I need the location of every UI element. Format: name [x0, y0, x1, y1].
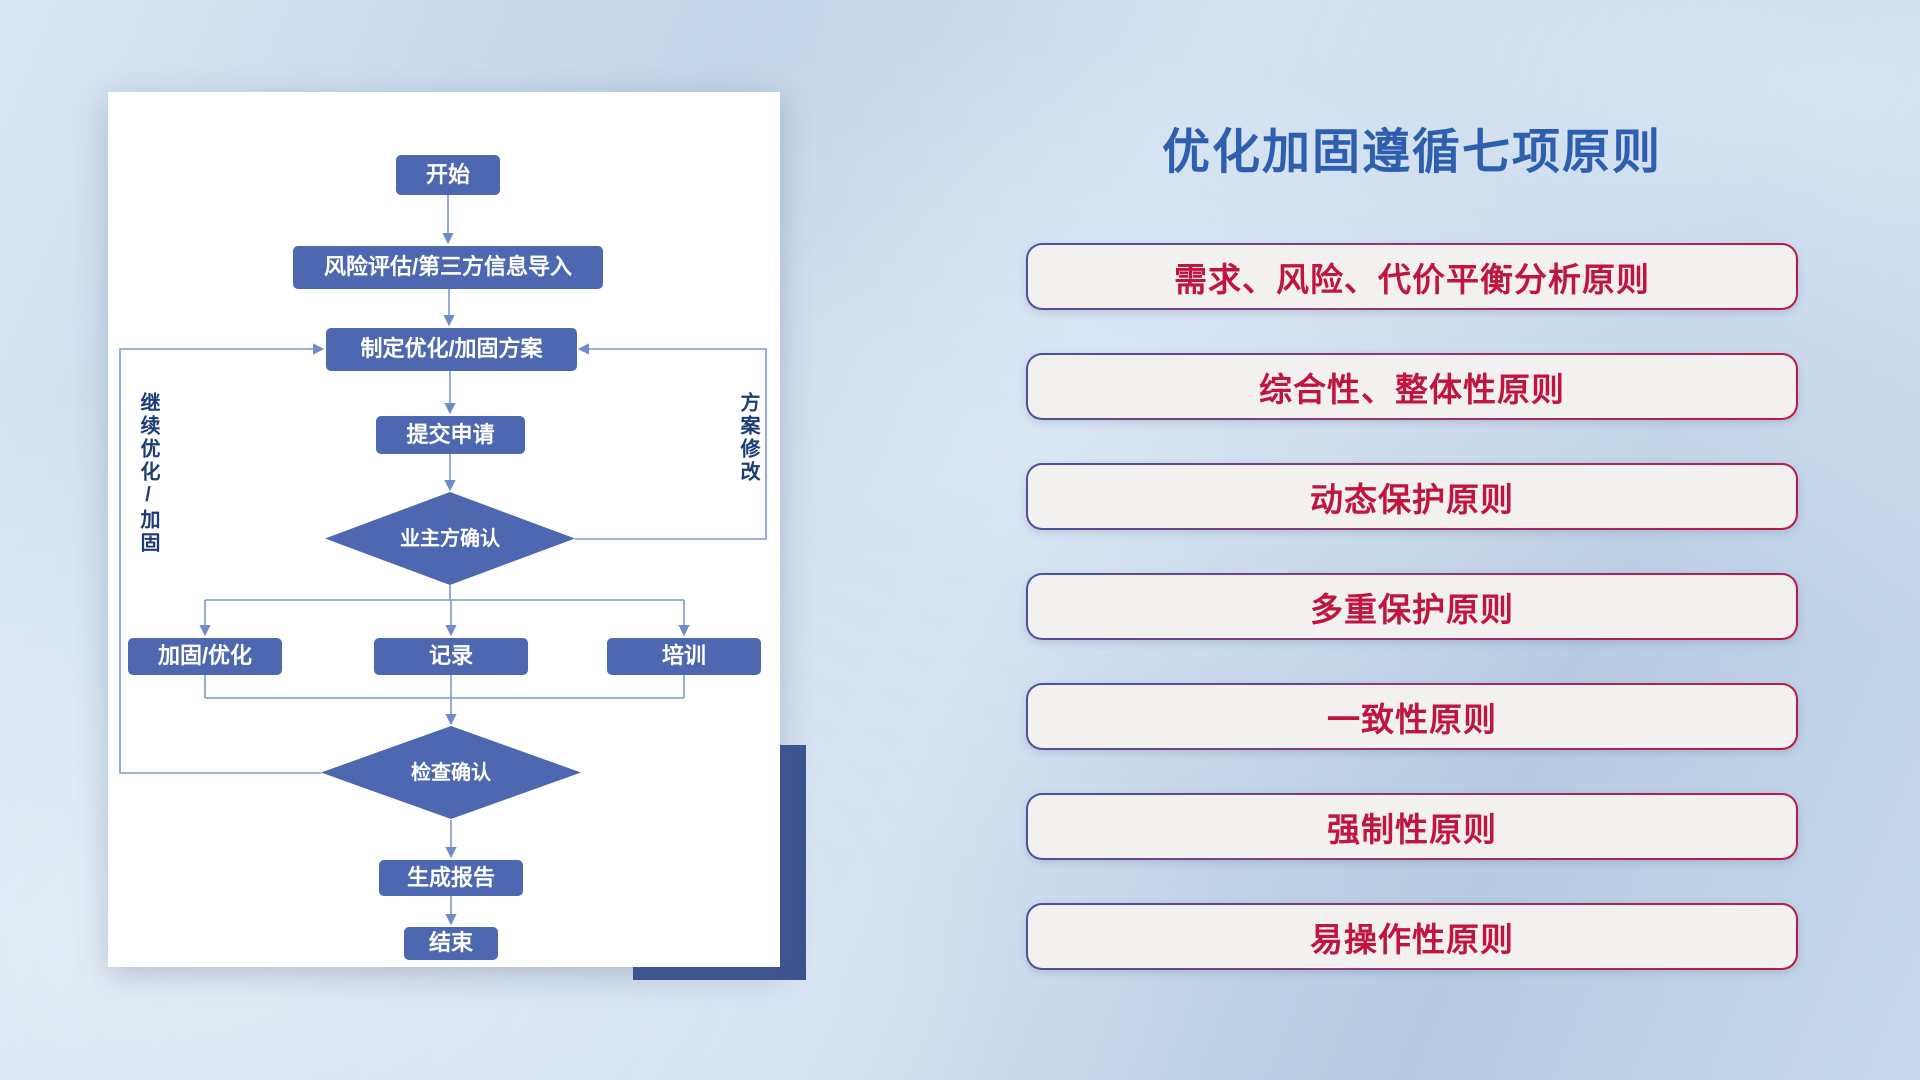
flow-node-training: 培训 — [607, 638, 761, 675]
principle-item: 多重保护原则 — [1026, 573, 1798, 640]
flow-node-submit: 提交申请 — [376, 416, 525, 454]
loop-label-plan-modify: 方案修改 — [737, 392, 759, 484]
flow-connectors — [119, 195, 767, 926]
principles-title: 优化加固遵循七项原则 — [1161, 126, 1662, 179]
flow-node-start: 开始 — [396, 155, 500, 195]
principle-label: 易操作性原则 — [1310, 920, 1514, 958]
flow-node-report: 生成报告 — [379, 860, 523, 896]
principles-list: 需求、风险、代价平衡分析原则 综合性、整体性原则 动态保护原则 多重保护原则 一… — [1026, 243, 1798, 1013]
flowchart-card: 开始 风险评估/第三方信息导入 制定优化/加固方案 提交申请 业主方确认 加固/… — [108, 92, 780, 967]
principle-item: 需求、风险、代价平衡分析原则 — [1026, 243, 1798, 310]
principle-item: 一致性原则 — [1026, 683, 1798, 750]
flow-node-risk-import: 风险评估/第三方信息导入 — [293, 246, 603, 289]
principle-label: 多重保护原则 — [1310, 590, 1514, 628]
loop-label-continue-optimize: 继续优化/加固 — [137, 392, 159, 555]
principle-item: 动态保护原则 — [1026, 463, 1798, 530]
flow-node-end: 结束 — [404, 927, 498, 960]
flow-node-record: 记录 — [374, 638, 528, 675]
principle-label: 强制性原则 — [1327, 810, 1497, 848]
flow-node-make-plan: 制定优化/加固方案 — [326, 328, 577, 371]
principle-item: 综合性、整体性原则 — [1026, 353, 1798, 420]
principle-label: 一致性原则 — [1327, 700, 1497, 738]
principle-item: 强制性原则 — [1026, 793, 1798, 860]
principle-item: 易操作性原则 — [1026, 903, 1798, 970]
principle-label: 动态保护原则 — [1310, 480, 1514, 518]
principle-label: 综合性、整体性原则 — [1259, 370, 1565, 408]
principle-label: 需求、风险、代价平衡分析原则 — [1174, 260, 1650, 298]
flow-node-reinforce: 加固/优化 — [128, 638, 282, 675]
